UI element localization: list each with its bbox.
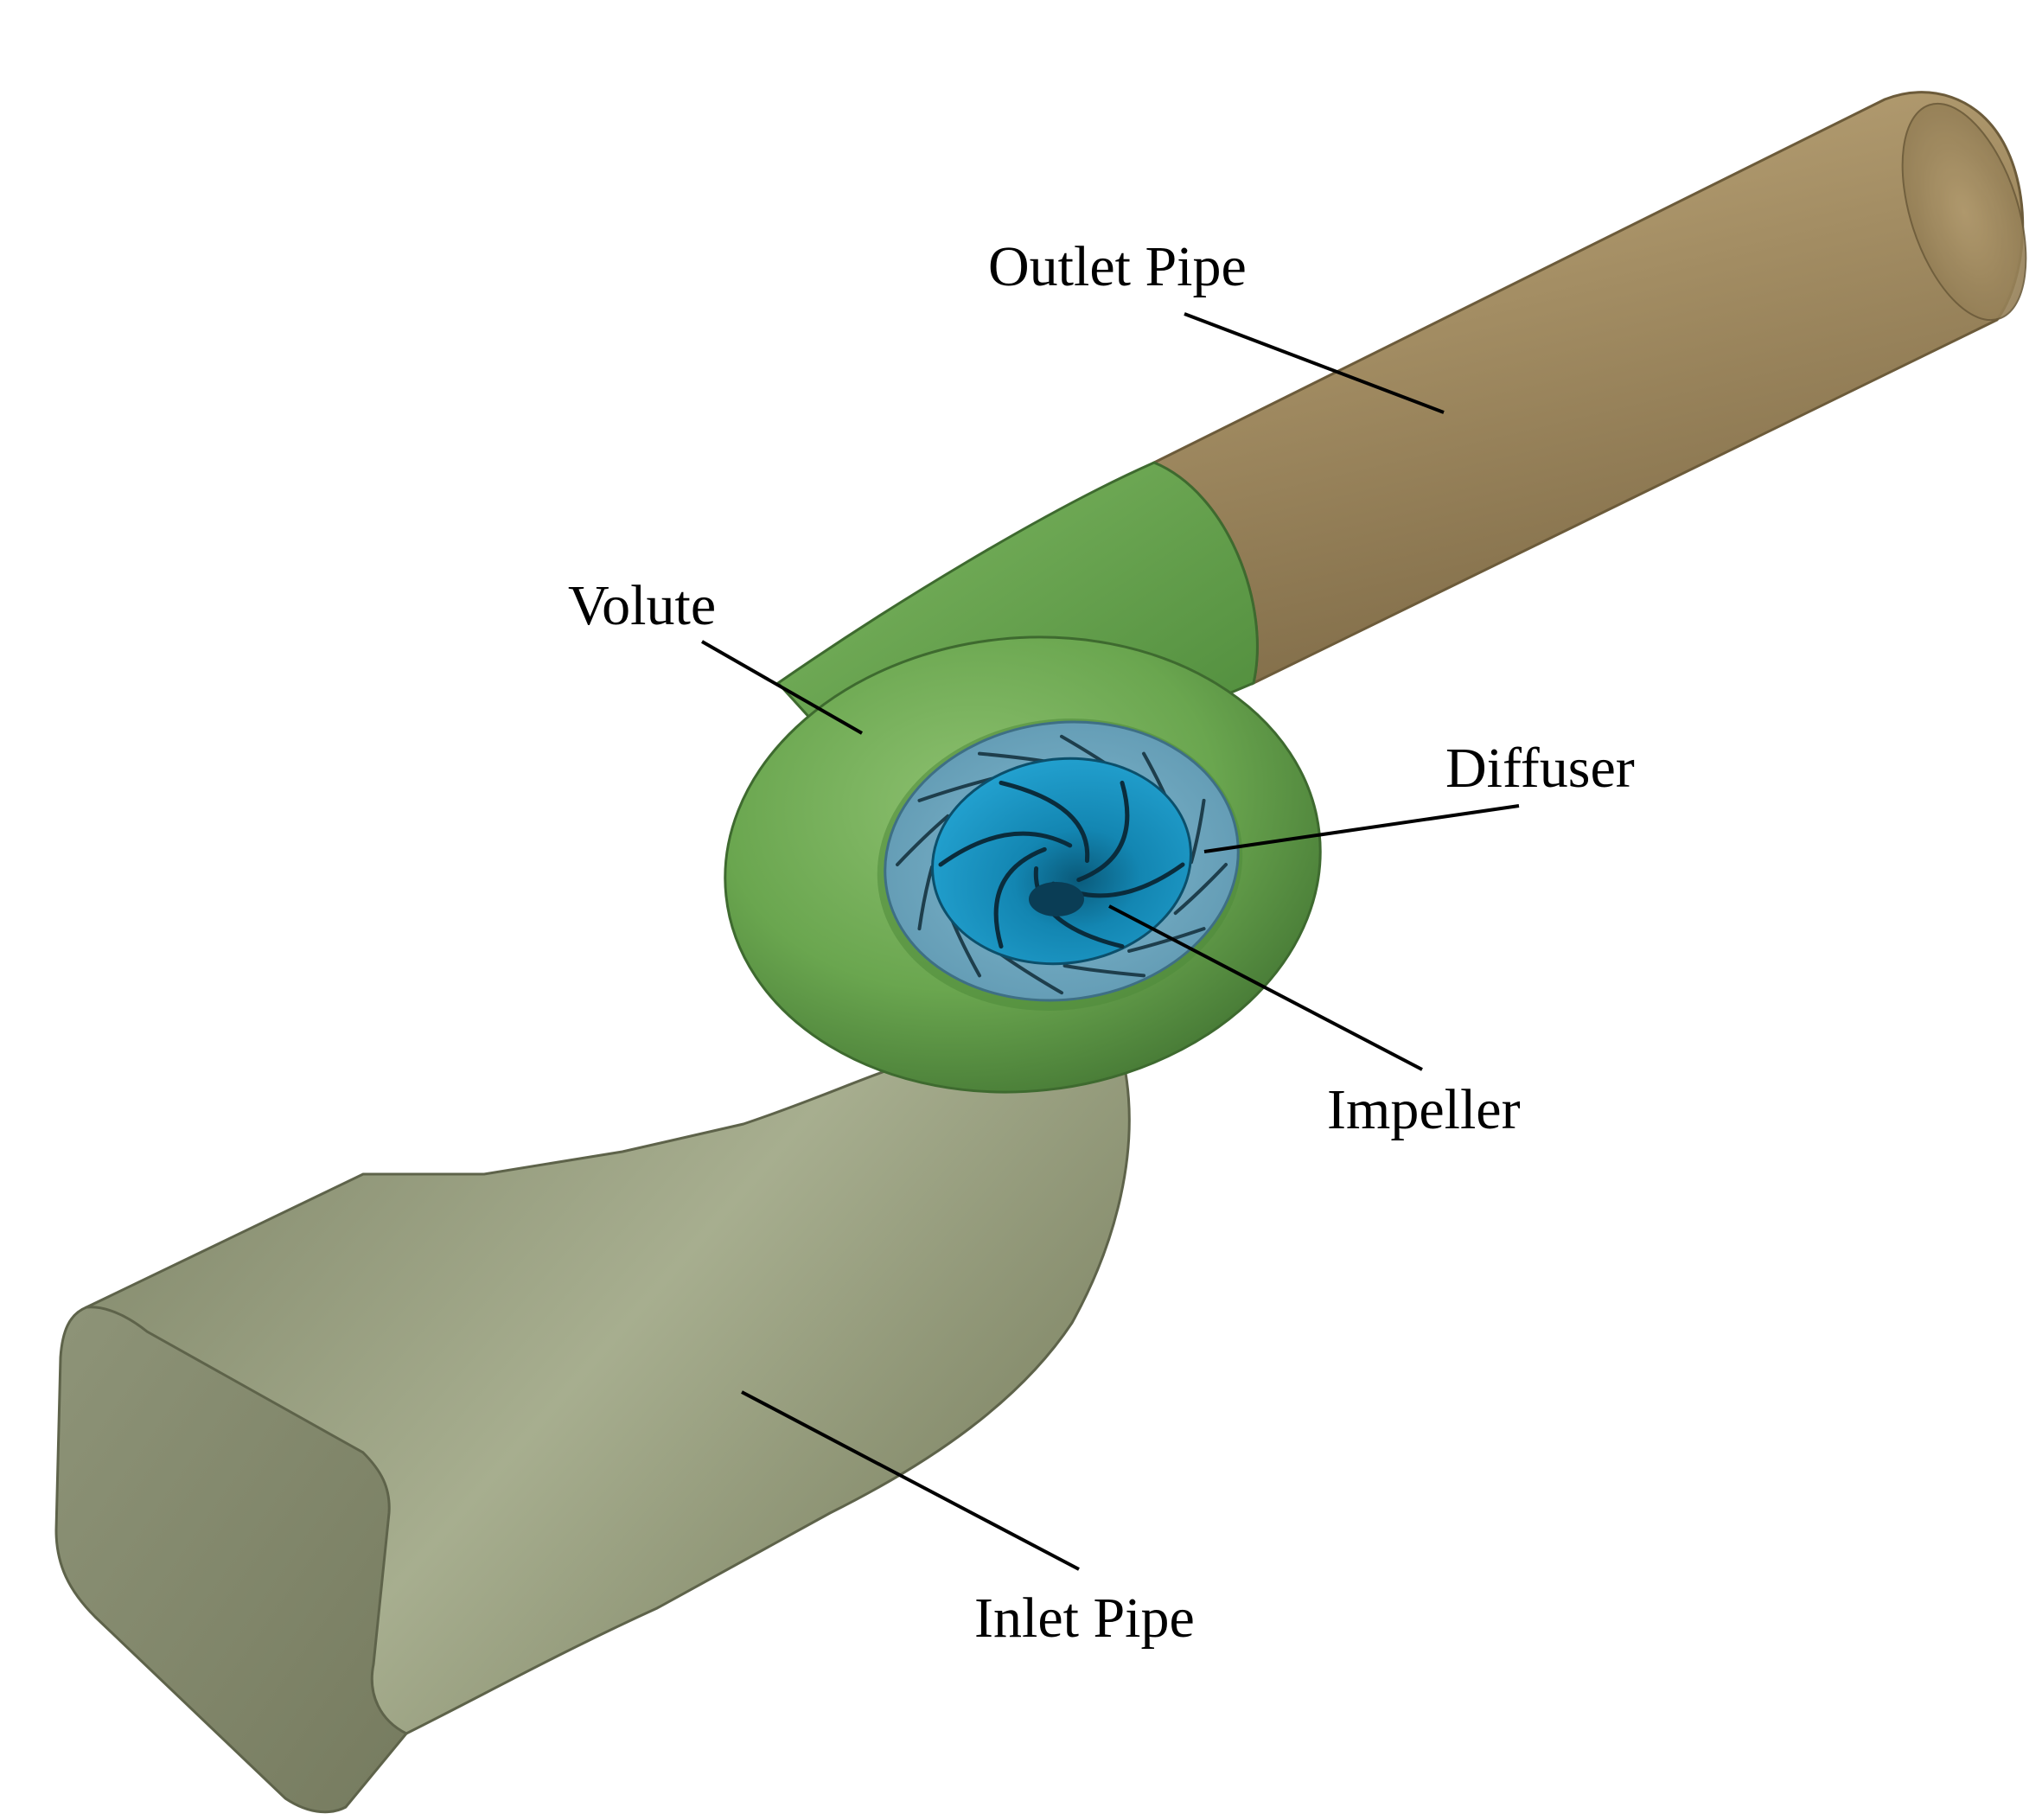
impeller-blade: [999, 780, 1090, 863]
labels: Outlet Pipe Volute Diffuser Impeller Inl…: [568, 235, 1635, 1650]
impeller-blade: [938, 831, 1073, 867]
label-inlet-pipe: Inlet Pipe: [974, 1587, 1195, 1650]
inlet-pipe-mouth: [54, 1306, 409, 1814]
inlet-pipe: [54, 1049, 1131, 1814]
leader-impeller: [1108, 904, 1423, 1071]
label-impeller: Impeller: [1327, 1078, 1521, 1141]
diffuser-vane: [896, 814, 950, 866]
leader-outlet-pipe: [1184, 312, 1445, 414]
label-outlet-pipe: Outlet Pipe: [988, 235, 1247, 298]
diffuser-vane: [1173, 863, 1228, 916]
impeller-blade: [1076, 780, 1130, 883]
leader-volute: [701, 640, 863, 735]
diffuser-vane: [1189, 798, 1206, 865]
impeller: [931, 757, 1192, 966]
label-volute: Volute: [568, 574, 716, 637]
outlet-pipe-end: [1901, 102, 2027, 322]
leader-inlet-pipe: [741, 1390, 1080, 1571]
diffuser-vane: [1127, 927, 1206, 953]
outlet-pipe: [1151, 91, 2027, 686]
diffuser-vane: [917, 865, 935, 931]
leader-lines: [701, 312, 1520, 1571]
label-diffuser: Diffuser: [1445, 737, 1635, 800]
leader-diffuser: [1203, 804, 1520, 853]
diffuser-vane: [1062, 963, 1145, 978]
impeller-eye: [1029, 882, 1084, 916]
impeller-blade: [993, 846, 1047, 949]
outlet-pipe-body: [1151, 91, 2025, 686]
